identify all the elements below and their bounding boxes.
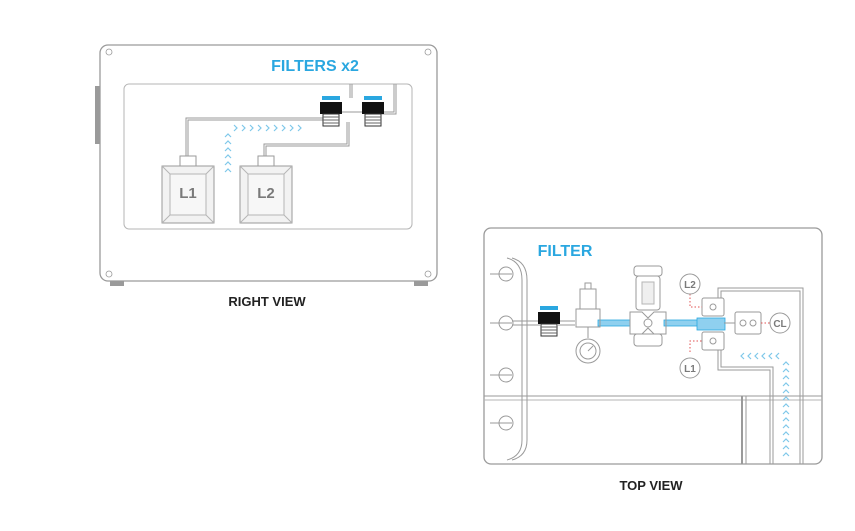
top-view-panel: L2 L1 CL FILTER TOP VIEW xyxy=(483,227,823,493)
blue-tube-3 xyxy=(696,317,726,331)
top-cabinet-outline xyxy=(483,227,823,465)
top-view-title: FILTER xyxy=(538,243,593,260)
cabinet-outline xyxy=(99,44,438,282)
node-l1-label: L1 xyxy=(684,364,696,375)
filter-top xyxy=(538,306,560,337)
node-cl-label: CL xyxy=(773,319,786,330)
cabinet-foot-right xyxy=(414,281,428,286)
node-l2: L2 xyxy=(679,273,701,295)
sensor-links xyxy=(689,294,770,352)
filter-right-1 xyxy=(320,96,342,127)
top-main-line xyxy=(512,320,575,326)
tank-l1-label: L1 xyxy=(179,185,197,202)
manifold-rail xyxy=(490,257,528,461)
right-view-panel: L1 L2 xyxy=(95,44,438,309)
tank-l1: L1 xyxy=(161,155,215,224)
side-handle xyxy=(95,86,100,144)
pressure-regulator xyxy=(575,282,601,364)
right-view-title: FILTERS x2 xyxy=(271,58,359,75)
valve-housing xyxy=(629,265,667,347)
cabinet-foot-left xyxy=(110,281,124,286)
tank-l2-label: L2 xyxy=(257,185,275,202)
right-view-caption: RIGHT VIEW xyxy=(228,294,306,309)
node-cl: CL xyxy=(769,312,791,334)
filter-right-2 xyxy=(362,96,384,127)
inner-panel xyxy=(123,83,413,230)
top-view-caption: TOP VIEW xyxy=(619,478,683,493)
node-l1: L1 xyxy=(679,357,701,379)
blue-tube-1 xyxy=(597,319,631,327)
tank-l2: L2 xyxy=(239,155,293,224)
corner-screws xyxy=(105,48,432,278)
right-view-tubing xyxy=(185,84,397,156)
node-l2-label: L2 xyxy=(684,280,696,291)
flow-arrows-top-view xyxy=(740,352,790,457)
flow-arrows-right-view xyxy=(224,124,302,173)
drain-pipes xyxy=(717,287,804,464)
